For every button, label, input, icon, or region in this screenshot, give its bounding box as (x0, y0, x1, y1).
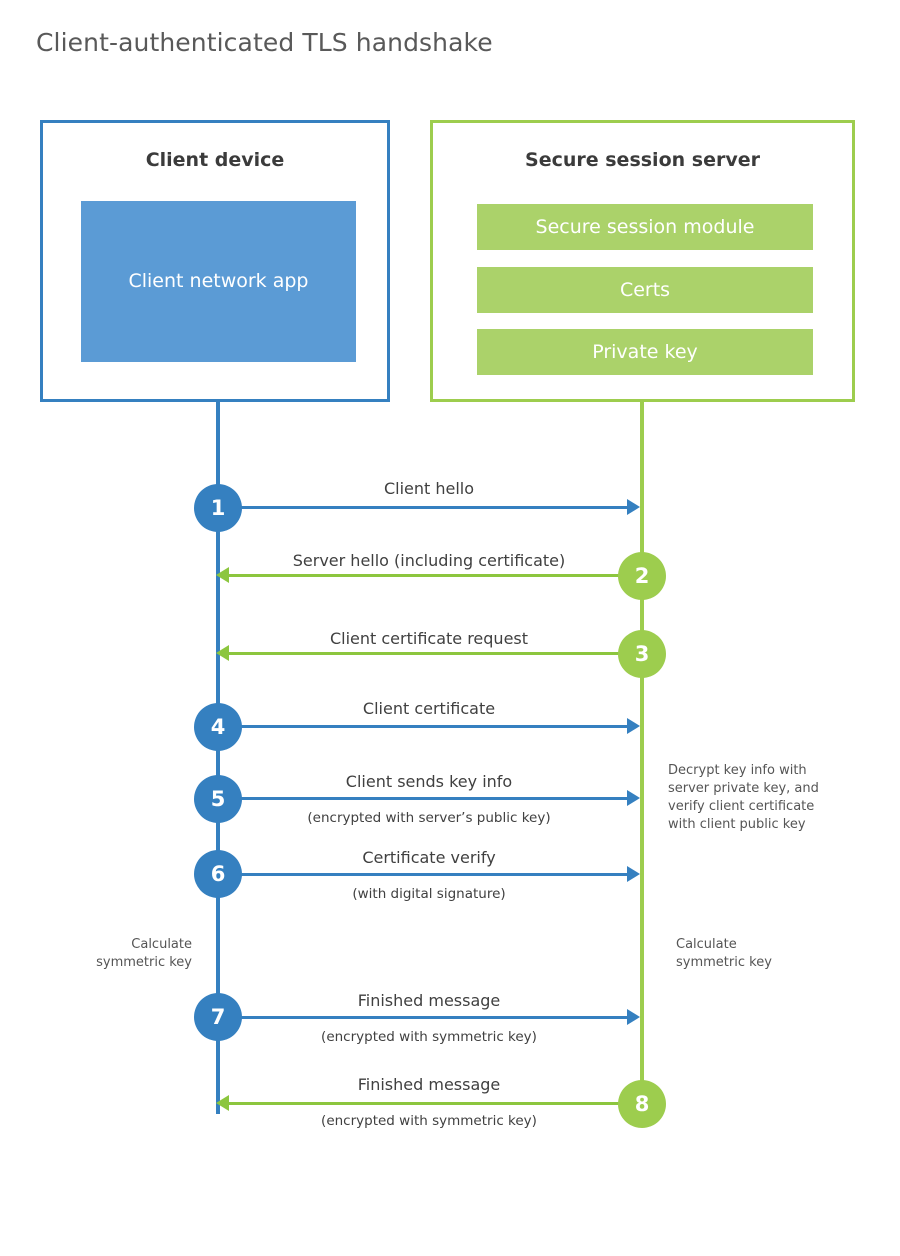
step-5-arrow-line (218, 797, 630, 800)
step-3-arrow-head-icon (216, 645, 229, 661)
step-7-marker: 7 (194, 993, 242, 1041)
client-calculate-note-line-1: Calculate (131, 937, 192, 952)
step-4-arrow-line (218, 725, 630, 728)
client-calculate-note-line-2: symmetric key (96, 954, 192, 970)
server-component-certs: Certs (477, 267, 813, 313)
client-lifeline (216, 402, 220, 1114)
step-5-sublabel: (encrypted with server’s public key) (307, 810, 551, 826)
step-2-label: Server hello (including certificate) (292, 551, 566, 570)
server-calculate-note-line-1: Calculate (676, 937, 737, 952)
step-7-label: Finished message (357, 991, 501, 1010)
step-5-label: Client sends key info (345, 772, 513, 791)
step-3-marker: 3 (618, 630, 666, 678)
step-2-arrow-head-icon (216, 567, 229, 583)
server-decrypt-note-line-3: verify client certificate (668, 798, 815, 814)
server-lifeline (640, 402, 644, 1114)
step-8-arrow-head-icon (216, 1095, 229, 1111)
step-2-marker: 2 (618, 552, 666, 600)
server-component-private-key: Private key (477, 329, 813, 375)
server-decrypt-note-line-2: server private key, and (668, 780, 819, 796)
step-7-sublabel: (encrypted with symmetric key) (321, 1029, 537, 1045)
step-7-arrow-line (218, 1016, 630, 1019)
step-1-arrow-head-icon (627, 499, 640, 515)
step-5-marker: 5 (194, 775, 242, 823)
step-3-label: Client certificate request (329, 629, 529, 648)
step-8-arrow-line (228, 1102, 642, 1105)
step-4-arrow-head-icon (627, 718, 640, 734)
secure-session-server-title: Secure session server (525, 149, 760, 171)
client-device-title: Client device (145, 149, 285, 171)
step-1-arrow-line (218, 506, 630, 509)
server-calculate-symmetric-key-note: Calculate symmetric key (676, 936, 852, 972)
page-title: Client-authenticated TLS handshake (36, 28, 493, 57)
step-5-arrow-head-icon (627, 790, 640, 806)
step-2-arrow-line (228, 574, 642, 577)
client-calculate-symmetric-key-note: Calculate symmetric key (26, 936, 192, 972)
step-8-sublabel: (encrypted with symmetric key) (321, 1113, 537, 1129)
step-4-label: Client certificate (362, 699, 496, 718)
step-8-marker: 8 (618, 1080, 666, 1128)
step-1-label: Client hello (383, 479, 475, 498)
step-4-marker: 4 (194, 703, 242, 751)
server-decrypt-note: Decrypt key info with server private key… (668, 762, 838, 834)
client-device-box: Client device Client network app (40, 120, 390, 402)
step-3-arrow-line (228, 652, 642, 655)
step-7-arrow-head-icon (627, 1009, 640, 1025)
step-6-arrow-head-icon (627, 866, 640, 882)
step-6-arrow-line (218, 873, 630, 876)
secure-session-server-box: Secure session server Secure session mod… (430, 120, 855, 402)
step-6-label: Certificate verify (362, 848, 496, 867)
server-component-secure-session-module: Secure session module (477, 204, 813, 250)
client-network-app-block: Client network app (81, 201, 356, 362)
server-decrypt-note-line-1: Decrypt key info with (668, 763, 807, 778)
step-1-marker: 1 (194, 484, 242, 532)
server-calculate-note-line-2: symmetric key (676, 954, 772, 970)
step-6-sublabel: (with digital signature) (352, 886, 506, 902)
step-8-label: Finished message (357, 1075, 501, 1094)
server-decrypt-note-line-4: with client public key (668, 816, 806, 832)
step-6-marker: 6 (194, 850, 242, 898)
